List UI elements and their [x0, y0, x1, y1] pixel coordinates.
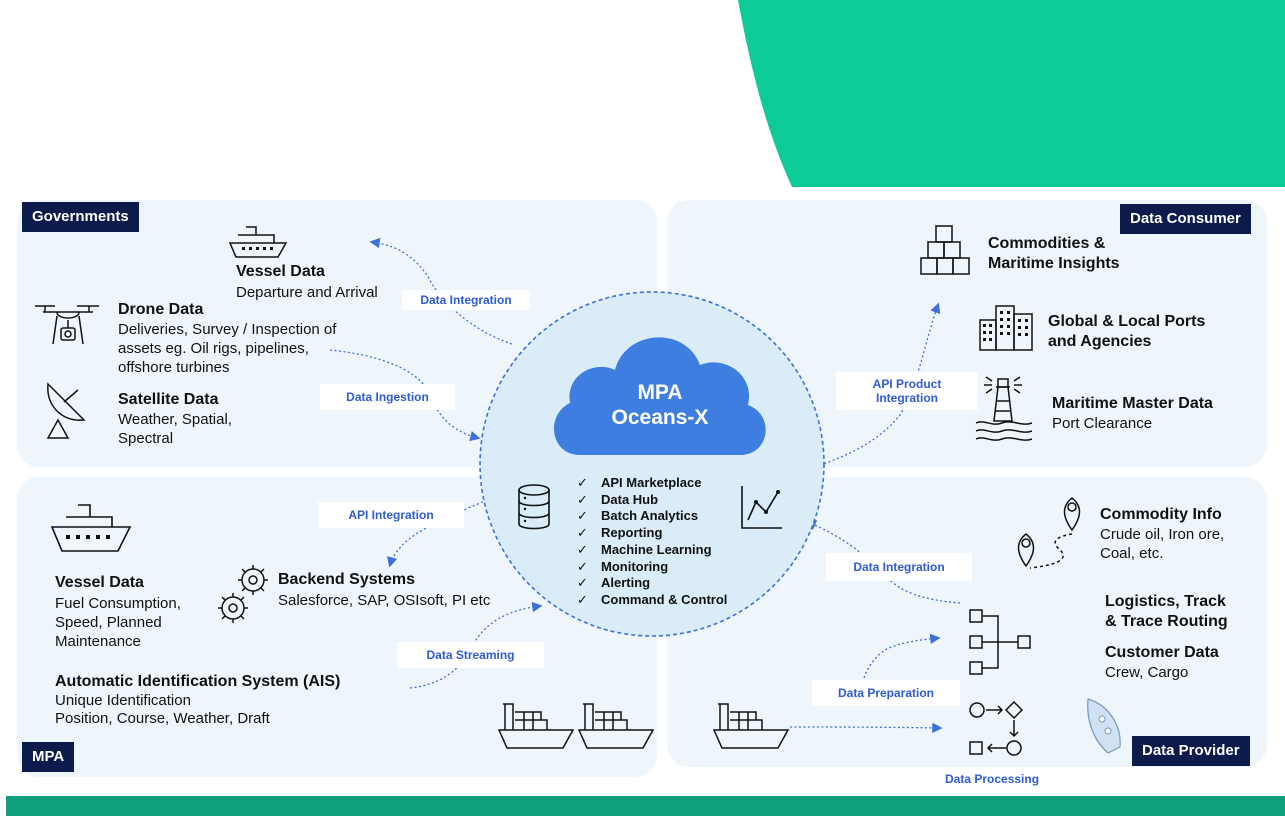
data-streaming-label: Data Streaming [397, 642, 544, 668]
feature-item: Batch Analytics [577, 508, 727, 525]
mpa-vessel-title: Vessel Data [55, 574, 144, 591]
customer-data-desc: Crew, Cargo [1105, 664, 1189, 681]
feature-item: Command & Control [577, 592, 727, 609]
mpa-tag: MPA [22, 742, 75, 772]
api-product-line1: API Product [872, 377, 942, 391]
logistics-line1: Logistics, Track [1105, 593, 1226, 610]
master-data-title: Maritime Master Data [1052, 395, 1213, 412]
database-icon [518, 484, 550, 530]
lighthouse-icon [975, 376, 1033, 441]
rocket-icon [1087, 698, 1121, 754]
backend-desc: Salesforce, SAP, OSIsoft, PI etc [278, 592, 491, 609]
data-integration-top-label: Data Integration [402, 290, 530, 310]
buildings-icon [979, 305, 1033, 351]
data-ingestion-label: Data Ingestion [320, 384, 455, 410]
ais-title: Automatic Identification System (AIS) [55, 673, 341, 690]
logistics-line2: & Trace Routing [1105, 613, 1228, 630]
customer-data-title: Customer Data [1105, 644, 1219, 661]
drone-desc-3: offshore turbines [118, 359, 230, 376]
data-consumer-tag: Data Consumer [1120, 204, 1251, 234]
drone-title: Drone Data [118, 301, 204, 318]
route-pins-icon [1017, 497, 1081, 569]
feature-item: API Marketplace [577, 475, 727, 492]
drone-icon [35, 305, 99, 345]
mpa-vessel-desc-1: Fuel Consumption, [55, 595, 181, 612]
satellite-title: Satellite Data [118, 391, 219, 408]
commodity-info-desc-1: Crude oil, Iron ore, [1100, 526, 1225, 543]
data-preparation-label: Data Preparation [812, 680, 960, 706]
center-title-line1: MPA [637, 381, 683, 404]
backend-title: Backend Systems [278, 571, 415, 588]
footer-band [6, 796, 1285, 816]
mpa-vessel-desc-3: Maintenance [55, 633, 141, 650]
commodity-info-desc-2: Coal, etc. [1100, 545, 1164, 562]
api-integration-label: API Integration [318, 502, 464, 528]
feature-list: API Marketplace Data Hub Batch Analytics… [577, 475, 727, 609]
governments-tag: Governments [22, 202, 139, 232]
cloud-icon [553, 337, 766, 455]
center-title-line2: Oceans-X [611, 406, 709, 429]
teal-shape [738, 0, 1285, 187]
gears-icon [218, 565, 268, 623]
ship-icon [228, 226, 288, 258]
feature-item: Monitoring [577, 559, 727, 576]
ports-line2: and Agencies [1048, 333, 1152, 350]
line-chart-icon [741, 486, 782, 529]
commodity-info-title: Commodity Info [1100, 506, 1222, 523]
gov-vessel-title: Vessel Data [236, 263, 325, 280]
cargo-ship-icon [712, 703, 790, 749]
commodities-line1: Commodities & [988, 235, 1106, 252]
feature-item: Alerting [577, 575, 727, 592]
boxes-icon [920, 225, 970, 275]
gov-vessel-desc: Departure and Arrival [236, 284, 378, 301]
process-icon [969, 700, 1024, 756]
header-banner [6, 0, 1285, 187]
ais-desc-2: Position, Course, Weather, Draft [55, 710, 270, 727]
drone-desc-2: assets eg. Oil rigs, pipelines, [118, 340, 309, 357]
satellite-desc-2: Spectral [118, 430, 174, 447]
drone-desc-1: Deliveries, Survey / Inspection of [118, 321, 337, 338]
master-data-desc: Port Clearance [1052, 415, 1153, 432]
data-provider-tag: Data Provider [1132, 736, 1250, 766]
cargo-ships-icon [497, 703, 655, 749]
ports-line1: Global & Local Ports [1048, 313, 1206, 330]
data-processing-label: Data Processing [945, 772, 1040, 786]
satellite-desc-1: Weather, Spatial, [118, 411, 232, 428]
ais-desc-1: Unique Identification [55, 692, 191, 709]
api-product-line2: Integration [876, 391, 938, 405]
data-integration-right-label: Data Integration [826, 553, 972, 581]
flowchart-icon [969, 609, 1031, 675]
center-title: MPA Oceans-X [560, 380, 760, 430]
feature-item: Data Hub [577, 492, 727, 509]
satellite-dish-icon [46, 382, 86, 439]
feature-item: Machine Learning [577, 542, 727, 559]
mpa-vessel-desc-2: Speed, Planned [55, 614, 162, 631]
feature-item: Reporting [577, 525, 727, 542]
commodities-line2: Maritime Insights [988, 255, 1120, 272]
api-product-integration-label: API Product Integration [836, 372, 978, 410]
ship-icon [50, 504, 132, 552]
